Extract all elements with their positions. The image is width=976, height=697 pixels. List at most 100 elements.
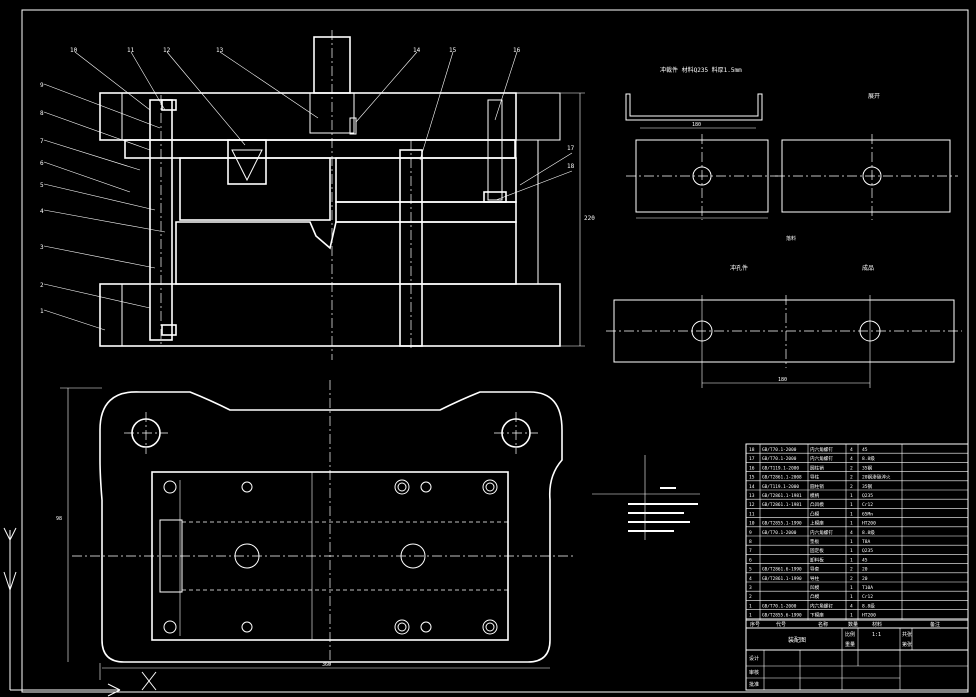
bom-cell-mat: T10A (862, 585, 873, 591)
blank-caption: 冲裁件 材料Q235 料厚1.5mm (660, 66, 742, 74)
punch-tip (231, 149, 263, 182)
title-block: 装配图 比例 1:1 重量 共张 第张 设计 审核 批准 (746, 628, 968, 690)
height-dim-text: 220 (584, 215, 595, 222)
bom-cell-mat: 45 (862, 557, 868, 563)
bom-cell-qty: 2 (850, 465, 853, 471)
bom-cell-name: 凸模 (810, 510, 820, 517)
balloon-6: 6 (40, 160, 44, 167)
bom-cell-qty: 1 (850, 594, 853, 600)
tb-scale-label: 比例 (845, 631, 855, 638)
note-line-4 (628, 530, 674, 532)
bom-header-note: 备注 (930, 621, 940, 628)
bom-cell-std: GB/T2855.6-1990 (762, 613, 802, 619)
bom-cell-std: GB/T70.1-2000 (762, 456, 797, 462)
bom-cell-qty: 1 (850, 585, 853, 591)
balloon-18: 18 (567, 163, 575, 170)
bom-cell-no: 12 (749, 502, 755, 508)
bom-cell-qty: 2 (850, 484, 853, 490)
bom-cell-qty: 4 (850, 456, 853, 462)
balloon-12: 12 (163, 47, 171, 54)
balloon-16: 16 (513, 47, 521, 54)
balloon-13: 13 (216, 47, 224, 54)
bom-cell-mat: Cr12 (862, 502, 873, 508)
bom-cell-no: 1 (749, 603, 752, 609)
tech-notes (592, 455, 700, 540)
bom-cell-std: GB/T70.1-2000 (762, 530, 797, 536)
tb-approver: 批准 (749, 681, 759, 688)
bom-cell-name: 内六角螺钉 (810, 602, 833, 609)
note-line-2 (628, 512, 684, 514)
bom-cell-std: GB/T2861.1-2008 (762, 475, 802, 481)
bom-cell-name: 垫板 (810, 538, 820, 545)
bom-header-mat: 材料 (872, 621, 882, 628)
balloon-1: 1 (40, 308, 44, 315)
bom-cell-name: 上模座 (810, 520, 824, 527)
note-line-1 (628, 503, 698, 505)
bom-cell-name: 内六角螺钉 (810, 455, 833, 462)
bom-cell-no: 11 (749, 511, 755, 517)
balloon-14: 14 (413, 47, 421, 54)
bom-cell-name: 模柄 (810, 492, 820, 499)
bom-cell-mat: Cr12 (862, 594, 873, 600)
bom-cell-no: 10 (749, 521, 755, 527)
tb-scale-value: 1:1 (872, 632, 881, 638)
screw-right (487, 99, 503, 201)
bom-cell-name: 下模座 (810, 612, 824, 619)
note-line-3 (628, 521, 690, 523)
small-pin (349, 117, 357, 135)
bom-cell-qty: 1 (850, 502, 853, 508)
bom-cell-no: 2 (749, 594, 752, 600)
balloon-11: 11 (127, 47, 135, 54)
lower-seat-flange-left (99, 283, 123, 347)
bom-cell-mat: T8A (862, 539, 871, 545)
tb-designer: 设计 (749, 655, 759, 662)
bom-cell-mat: 45 (862, 447, 868, 453)
bom-cell-mat: 20钢渗碳淬火 (862, 474, 891, 481)
bom-cell-no: 5 (749, 567, 752, 573)
balloon-3: 3 (40, 244, 44, 251)
bom-cell-no: 17 (749, 456, 755, 462)
strip-dim-text: 180 (778, 377, 787, 383)
bom-cell-name: 圆柱销 (810, 464, 824, 471)
leader-lines: 1 2 3 4 5 6 7 8 9 10 11 12 13 14 15 16 1… (40, 47, 575, 331)
sheet-border (21, 9, 969, 693)
label-piercing: 冲孔件 (730, 264, 748, 272)
bom-cell-qty: 4 (850, 603, 853, 609)
bom-cell-qty: 2 (850, 475, 853, 481)
plan-height-text: 98 (56, 516, 62, 522)
bom-cell-qty: 2 (850, 567, 853, 573)
bom-cell-no: 4 (749, 576, 752, 582)
plan-width-text: 360 (322, 662, 331, 668)
tb-checker: 审核 (749, 669, 759, 676)
bom-cell-std: GB/T70.1-2000 (762, 603, 797, 609)
bom-cell-std: GB/T2861.1-1990 (762, 576, 802, 582)
bom-cell-name: 内六角螺钉 (810, 446, 833, 453)
bom-cell-name: 圆柱销 (810, 483, 824, 490)
bom-cell-no: 15 (749, 475, 755, 481)
bom-cell-mat: 35钢 (862, 464, 873, 471)
assembly-section-view: 220 (99, 30, 595, 360)
bom-cell-std: GB/T2861.1-1981 (762, 493, 802, 499)
bom-cell-qty: 1 (850, 521, 853, 527)
bom-cell-no: 9 (749, 530, 752, 536)
bent-dim-text: 180 (692, 122, 701, 128)
balloon-8: 8 (40, 110, 44, 117)
bom-cell-qty: 1 (850, 548, 853, 554)
bom-cell-std: GB/T2861.6-1990 (762, 567, 802, 573)
bom-cell-qty: 1 (850, 613, 853, 619)
bom-cell-no: 18 (749, 447, 755, 453)
bom-cell-name: 导柱 (810, 575, 820, 582)
lower-seat-outline (99, 391, 563, 663)
bom-cell-name: 凸凹模 (810, 501, 824, 508)
balloon-15: 15 (449, 47, 457, 54)
balloon-10: 10 (70, 47, 78, 54)
bom-cell-no: 14 (749, 484, 755, 490)
bom-cell-qty: 1 (850, 557, 853, 563)
bom-cell-qty: 4 (850, 530, 853, 536)
screw-head-bottom (161, 324, 177, 336)
label-finished: 成品 (862, 264, 874, 272)
blank-detail-views: 冲裁件 材料Q235 料厚1.5mm 展开 180 落料 冲孔件 成品 180 (606, 66, 962, 388)
plan-view: 98 360 (56, 380, 576, 680)
bom-cell-mat: 35钢 (862, 483, 873, 490)
